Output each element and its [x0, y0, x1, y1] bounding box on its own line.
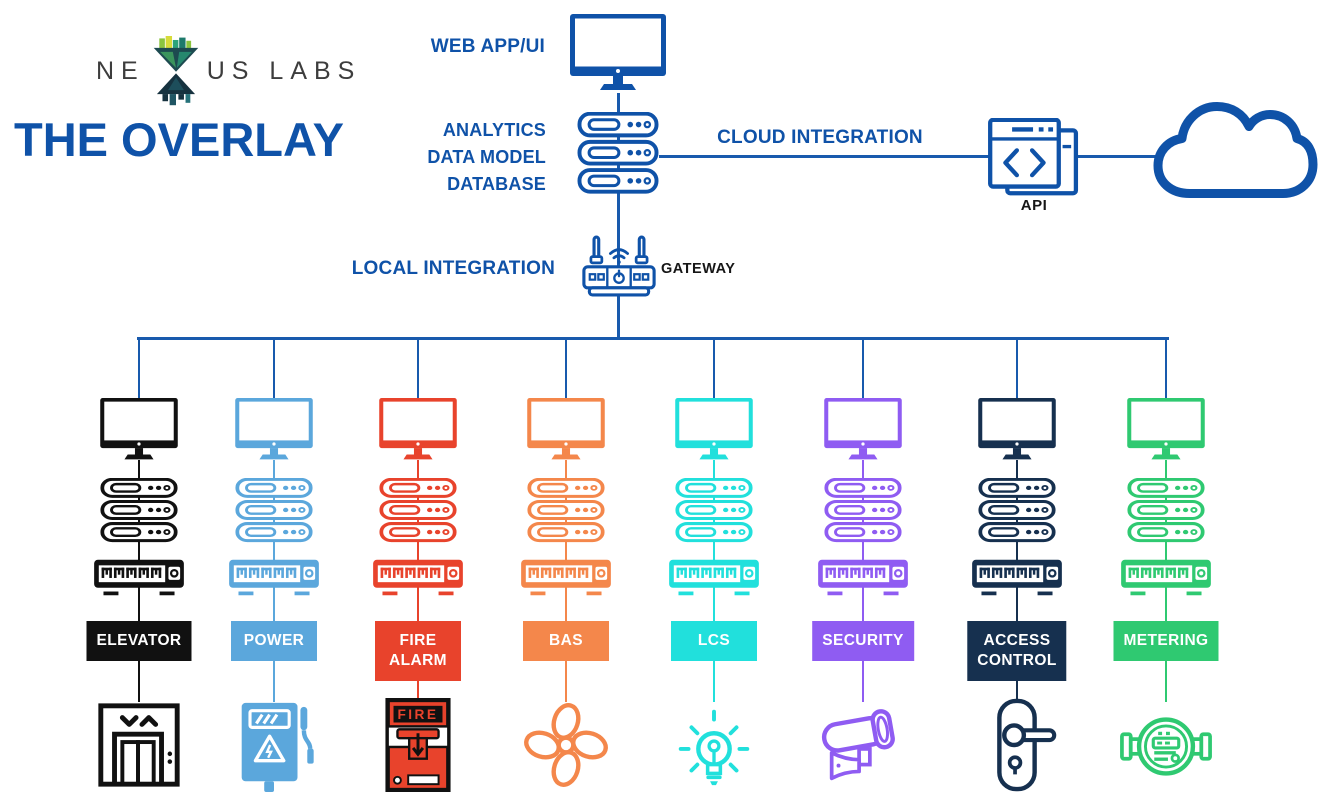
- fan-icon: [519, 698, 613, 792]
- bus-drop-line: [861, 338, 864, 400]
- web-app-label: WEB APP/UI: [430, 36, 545, 57]
- bus-drop-line: [137, 338, 140, 400]
- fire-alarm-icon: [371, 698, 465, 792]
- monitor-icon: [1127, 398, 1205, 460]
- system-badge-light-bulb: LCS: [671, 621, 757, 661]
- system-badge-cctv-camera: SECURITY: [812, 621, 914, 661]
- stack-labels: ANALYTICS DATA MODEL DATABASE: [368, 117, 546, 198]
- page-title: THE OVERLAY: [14, 113, 344, 166]
- bus-drop-line: [272, 338, 275, 400]
- monitor-icon: [100, 398, 178, 460]
- cloud-icon: [1150, 92, 1320, 208]
- monitor-icon: [527, 398, 605, 460]
- system-badge-elevator: ELEVATOR: [86, 621, 192, 661]
- server-stack-icon: [235, 478, 313, 543]
- system-badge-fire-alarm: FIRE ALARM: [375, 621, 461, 681]
- system-badge-power-box: POWER: [231, 621, 317, 661]
- system-column-door-handle: ACCESS CONTROL: [957, 338, 1077, 800]
- bus-drop-line: [564, 338, 567, 400]
- system-column-elevator: ELEVATOR: [79, 338, 199, 800]
- server-stack-icon: [1127, 478, 1205, 543]
- system-badge-meter: METERING: [1113, 621, 1219, 661]
- light-bulb-icon: [667, 698, 761, 792]
- system-column-power-box: POWER: [214, 338, 334, 800]
- monitor-icon: [379, 398, 457, 460]
- elevator-icon: [92, 698, 186, 792]
- network-switch-icon: [818, 556, 908, 599]
- server-stack-icon: [675, 478, 753, 543]
- bus-drop-line: [1164, 338, 1167, 400]
- network-switch-icon: [1121, 556, 1211, 599]
- web-app-monitor-icon: [570, 14, 666, 90]
- cloud-integration-label: CLOUD INTEGRATION: [717, 127, 923, 148]
- database-label: DATABASE: [447, 174, 546, 194]
- logo-text-left: NE: [96, 56, 145, 85]
- backbone-vertical-line: [617, 93, 620, 338]
- system-column-fire-alarm: FIRE ALARM: [358, 338, 478, 800]
- api-icon: [986, 118, 1082, 198]
- cloud-integration-line: [659, 155, 1159, 158]
- analytics-label: ANALYTICS: [442, 120, 546, 140]
- bus-drop-line: [712, 338, 715, 400]
- network-switch-icon: [373, 556, 463, 599]
- cctv-camera-icon: [816, 698, 910, 792]
- bus-line: [137, 337, 1169, 340]
- system-badge-fan: BAS: [523, 621, 609, 661]
- api-label: API: [1020, 197, 1048, 214]
- meter-icon: [1119, 698, 1213, 792]
- bus-drop-line: [416, 338, 419, 400]
- server-stack-icon: [100, 478, 178, 543]
- system-badge-door-handle: ACCESS CONTROL: [967, 621, 1067, 681]
- server-stack-icon: [824, 478, 902, 543]
- network-switch-icon: [229, 556, 319, 599]
- system-column-fan: BAS: [506, 338, 626, 800]
- bus-drop-line: [1015, 338, 1018, 400]
- monitor-icon: [675, 398, 753, 460]
- data-model-label: DATA MODEL: [427, 147, 546, 167]
- analytics-server-stack-icon: [577, 112, 659, 194]
- door-handle-icon: [970, 698, 1064, 792]
- network-switch-icon: [669, 556, 759, 599]
- server-stack-icon: [527, 478, 605, 543]
- monitor-icon: [978, 398, 1056, 460]
- power-box-icon: [227, 698, 321, 792]
- network-switch-icon: [94, 556, 184, 599]
- system-column-cctv-camera: SECURITY: [803, 338, 923, 800]
- server-stack-icon: [978, 478, 1056, 543]
- logo-text-right: US LABS: [206, 56, 362, 85]
- server-stack-icon: [379, 478, 457, 543]
- gateway-icon: [582, 235, 656, 297]
- nexus-labs-logo: NE US LABS: [96, 36, 361, 106]
- local-integration-label: LOCAL INTEGRATION: [351, 258, 555, 279]
- monitor-icon: [235, 398, 313, 460]
- network-switch-icon: [972, 556, 1062, 599]
- system-column-light-bulb: LCS: [654, 338, 774, 800]
- network-switch-icon: [521, 556, 611, 599]
- gateway-label: GATEWAY: [661, 261, 736, 277]
- system-column-meter: METERING: [1106, 338, 1226, 800]
- monitor-icon: [824, 398, 902, 460]
- nexus-x-buildings-icon: [153, 36, 199, 106]
